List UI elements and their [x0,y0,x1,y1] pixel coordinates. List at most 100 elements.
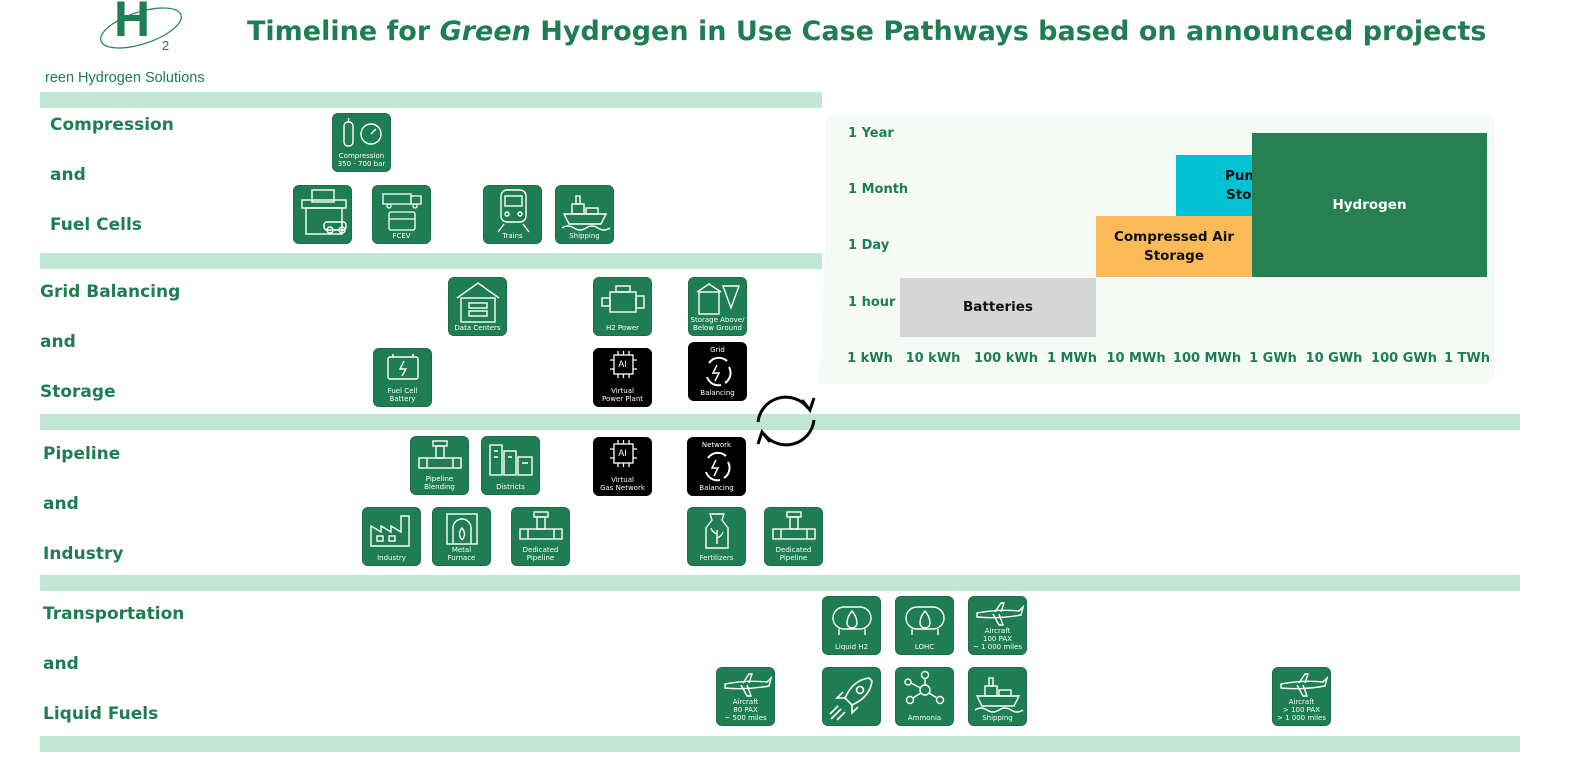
tile-fuel-cell-battery: Fuel Cell Battery [373,348,432,407]
tile-top-label: Grid [710,346,725,354]
logo-company-name: reen Hydrogen Solutions [45,70,205,86]
tile-label: Trains [502,232,523,240]
tile-aircraft-80-pax: Aircraft 80 PAX ~ 500 miles [716,667,775,726]
tile-label: FCEV [392,232,411,240]
row-label-industry: Industry [43,544,124,564]
tile-virtual-gas-network: AI Virtual Gas Network [593,437,652,496]
tile-ammonia: Ammonia [895,667,954,726]
ai-chip-icon [610,351,637,378]
ship-icon [974,677,1024,713]
tile-trains: Trains [483,185,542,244]
tile-aircraft-over-100-pax: Aircraft > 100 PAX > 1 000 miles [1272,667,1331,726]
x-tick-label: 10 MWh [1106,351,1166,366]
panel-callout-pointer [819,114,831,384]
furnace-icon [446,513,478,545]
tile-industry: Industry [362,507,421,566]
tile-label: Ammonia [907,714,942,722]
fertilizer-bag-icon [705,513,729,549]
tile-fertilizers: Fertilizers [687,507,746,566]
row-label-grid-balancing: Grid Balancing [40,282,181,302]
tile-label: Metal Furnace [447,546,476,562]
storage-block-compressed-air-storage: Compressed Air Storage [1096,216,1252,277]
factory-icon [370,515,410,547]
tile-storage-above-below: Storage Above/ Below Ground [688,277,747,336]
tile-label: Compression 350 - 700 bar [337,152,386,168]
data-center-icon [456,282,500,323]
tile-label: Dedicated Pipeline [775,546,812,562]
row-label-liquid-fuels: Liquid Fuels [43,704,159,724]
buildings-icon [489,444,533,476]
pipe-icon [772,511,816,540]
cycle-arrows-icon [748,386,824,456]
title-part: Hydrogen in Use Case Pathways based on a… [530,16,1487,47]
tile-compression: Compression 350 - 700 bar [332,113,391,172]
tile-fcev: FCEV [372,185,431,244]
row-label-fuel-cells: Fuel Cells [50,215,142,235]
tile-label: Balancing [700,389,735,397]
section-divider [40,253,822,269]
tile-virtual-power-plant: AI Virtual Power Plant [593,348,652,407]
section-divider [40,414,1520,430]
storage-block-hydrogen: Hydrogen [1252,133,1487,277]
silo-icon [696,283,740,315]
y-tick-label: 1 Year [848,126,894,141]
tile-label: Districts [496,483,525,491]
tile-label: Virtual Gas Network [600,476,645,492]
page-title: Timeline for Green Hydrogen in Use Case … [247,16,1486,47]
logo-mark: H [114,0,151,47]
tile-label: Fuel Cell Battery [387,387,418,403]
y-tick-label: 1 Month [848,182,909,197]
y-tick-label: 1 Day [848,238,890,253]
balance-arrows-icon [705,451,731,482]
x-tick-label: 1 kWh [847,351,893,366]
tile-label: Aircraft > 100 PAX > 1 000 miles [1276,698,1327,722]
tile-label: H2 Power [605,324,640,332]
ai-chip-icon [610,440,637,467]
tank-icon [905,606,945,635]
airplane-icon [976,602,1025,626]
fuel-station-icon [301,189,347,235]
tile-dedicated-pipeline: Dedicated Pipeline [764,507,823,566]
y-tick-label: 1 hour [848,295,896,310]
row-label-storage: Storage [40,382,116,402]
row-label-and: and [50,165,86,185]
gas-cylinder-gauge-icon [343,118,382,147]
x-tick-label: 100 MWh [1172,351,1242,366]
tile-network-balancing: Network Balancing [687,437,746,496]
row-label-compression: Compression [50,115,174,135]
airplane-icon [724,673,773,697]
logo-subscript: 2 [162,38,170,53]
x-tick-label: 10 GWh [1305,351,1363,366]
tile-label: Pipeline Blending [424,475,455,491]
x-tick-label: 100 kWh [974,351,1038,366]
tile-top-label: Network [701,441,732,449]
x-tick-label: 1 GWh [1249,351,1297,366]
row-label-and: and [43,494,79,514]
battery-icon [387,354,419,380]
x-tick-label: 1 TWh [1443,351,1491,366]
ship-icon [561,195,611,231]
x-tick-label: 10 kWh [905,351,961,366]
tile-label: Shipping [569,232,600,240]
tile-label: Data Centers [454,324,501,332]
rocket-icon [829,677,873,721]
tile-shipping: Shipping [555,185,614,244]
tile-label: Aircraft 80 PAX ~ 500 miles [724,698,767,722]
tile-label: Liquid H2 [834,643,869,651]
tile-label: Industry [377,554,406,562]
molecule-icon [904,670,945,705]
section-divider [40,736,1520,752]
title-part: Timeline for [247,16,440,47]
title-italic: Green [439,16,531,47]
row-label-transportation: Transportation [43,604,185,624]
train-icon [497,189,530,233]
tile-label: Balancing [699,484,734,492]
tile-shipping: Shipping [968,667,1027,726]
airplane-icon [1280,673,1329,697]
tile-dedicated-pipeline: Dedicated Pipeline [511,507,570,566]
tile-pipeline-blending: Pipeline Blending [410,436,469,495]
tile-label: Shipping [982,714,1013,722]
tank-icon [832,606,872,635]
tile-label: Storage Above/ Below Ground [690,316,745,332]
tile-liquid-h2: Liquid H2 [822,596,881,655]
